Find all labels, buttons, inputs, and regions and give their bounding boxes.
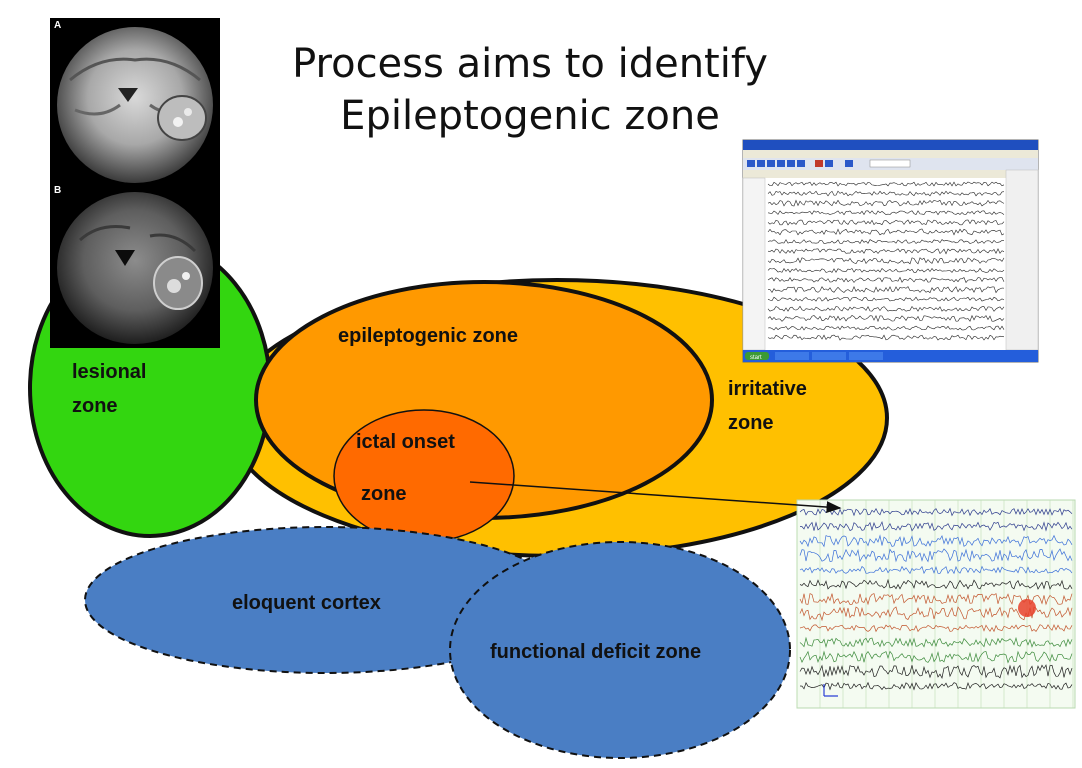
eeg-channel-trace bbox=[767, 286, 1005, 294]
ictal-channel-trace bbox=[799, 636, 1073, 648]
eeg-channel-trace bbox=[767, 228, 1005, 236]
ictal-channel-trace bbox=[799, 592, 1073, 606]
ictal-onset-zone-label-line1: ictal onset bbox=[356, 431, 455, 453]
slide-title: Process aims to identify Epileptogenic z… bbox=[270, 38, 790, 142]
mri-panel-b: B bbox=[50, 183, 220, 348]
eeg-channel-trace bbox=[767, 181, 1005, 187]
ictal-channel-trace bbox=[799, 623, 1073, 633]
taskbar-start-label: start bbox=[750, 355, 762, 361]
slide-title-line2: Epileptogenic zone bbox=[340, 93, 720, 139]
eeg-channel-trace bbox=[767, 257, 1005, 265]
eeg-channel-trace bbox=[767, 190, 1005, 197]
seizure-artifact-blob bbox=[1018, 599, 1036, 617]
ictal-channel-trace bbox=[799, 650, 1073, 664]
ictal-channel-trace bbox=[799, 507, 1073, 517]
eeg-channel-trace bbox=[767, 219, 1005, 226]
eeg-channel-trace bbox=[767, 334, 1005, 341]
eeg-channel-trace bbox=[767, 248, 1005, 255]
eeg-trace-area bbox=[767, 181, 1005, 341]
ictal-onset-zone-label-line2: zone bbox=[361, 483, 407, 505]
eeg-channel-trace bbox=[767, 325, 1005, 331]
ictal-channel-trace bbox=[799, 578, 1073, 590]
eeg-toolbar-icons bbox=[747, 159, 911, 168]
mri-panel-a-letter: A bbox=[54, 20, 61, 31]
ictal-channel-trace bbox=[799, 681, 1073, 691]
mri-panel-b-letter: B bbox=[54, 185, 61, 196]
slide-title-line1: Process aims to identify bbox=[292, 41, 768, 87]
eeg-channel-trace bbox=[767, 296, 1005, 302]
epileptogenic-zone-label: epileptogenic zone bbox=[338, 325, 518, 347]
eeg-channel-trace bbox=[767, 314, 1005, 323]
lesional-zone-label-line1: lesional bbox=[72, 361, 146, 383]
ictal-channel-trace bbox=[799, 548, 1073, 563]
functional-deficit-zone-ellipse bbox=[449, 541, 791, 759]
eeg-software-window: start bbox=[742, 139, 1039, 363]
irritative-zone-label-line1: irritative bbox=[728, 378, 807, 400]
lesional-zone-label-line2: zone bbox=[72, 395, 118, 417]
ictal-eeg-grid bbox=[796, 500, 1074, 708]
eeg-channel-trace bbox=[767, 199, 1005, 207]
eeg-channel-trace bbox=[767, 305, 1005, 312]
eeg-channel-trace bbox=[767, 210, 1005, 216]
eeg-channel-trace bbox=[767, 276, 1005, 284]
eeg-channel-trace bbox=[767, 267, 1005, 273]
ictal-channel-trace bbox=[799, 565, 1073, 575]
irritative-zone-label-line2: zone bbox=[728, 412, 774, 434]
functional-deficit-zone-label: functional deficit zone bbox=[490, 641, 701, 663]
ictal-channel-trace bbox=[799, 664, 1073, 680]
ictal-eeg-recording bbox=[796, 499, 1076, 709]
eeg-channel-trace bbox=[767, 239, 1004, 245]
ictal-onset-to-eeg-arrow bbox=[469, 481, 842, 514]
ictal-channel-trace bbox=[799, 520, 1073, 532]
ictal-onset-zone-ellipse bbox=[333, 409, 515, 543]
ictal-channel-trace bbox=[799, 534, 1073, 548]
mri-panel-a: A bbox=[50, 18, 220, 183]
eloquent-cortex-label: eloquent cortex bbox=[232, 592, 381, 614]
